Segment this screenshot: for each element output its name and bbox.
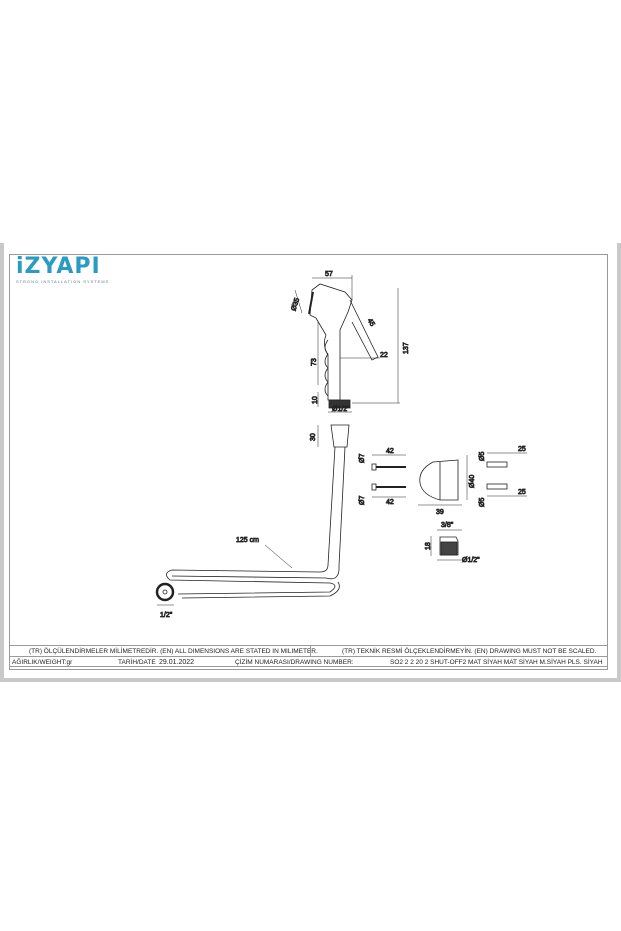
- date-value: 29.01.2022: [159, 659, 195, 666]
- dim-holder-length: 39: [436, 509, 444, 516]
- dim-head-diameter: Ø35: [290, 297, 301, 312]
- dim-screw-length-top: 42: [386, 448, 394, 455]
- drawing-frame: [9, 254, 608, 670]
- dim-adapter-bottom: Ø1/2": [462, 557, 480, 564]
- dowels: [486, 452, 527, 497]
- date-label: TARİH/DATE: [118, 659, 156, 666]
- notes-row: (TR) ÖLÇÜLENDİRMELER MİLİMETREDİR. (EN) …: [9, 645, 608, 656]
- dim-trigger-offset: 22: [380, 352, 388, 359]
- dim-thread-diameter: Ø1/2": [332, 406, 350, 413]
- adapter: [430, 529, 462, 561]
- dim-head-width: 57: [325, 271, 333, 278]
- dim-dowel-length-bottom: 25: [518, 489, 526, 496]
- note-units: (TR) ÖLÇÜLENDİRMELER MİLİMETREDİR. (EN) …: [29, 648, 318, 655]
- hose: [155, 446, 346, 606]
- screws: [371, 454, 406, 498]
- drawing-number-label: ÇİZİM NUMARASI/DRAWING NUMBER:: [235, 659, 354, 666]
- dim-screw-length-bottom: 42: [386, 499, 394, 506]
- logo-wordmark: iZYAPI: [16, 254, 101, 279]
- dim-screw-diameter-top: Ø7: [359, 454, 366, 463]
- logo-tagline: STRONG INSTALLATION SYSTEMS: [16, 279, 110, 284]
- title-block-row: AĞIRLIK/WEIGHT:gr TARİH/DATE 29.01.2022 …: [9, 656, 608, 667]
- dimension-lines: [294, 275, 400, 447]
- weight-label: AĞIRLIK/WEIGHT:gr: [12, 659, 73, 666]
- dim-adapter-height: 18: [425, 542, 432, 550]
- dim-nut-height: 30: [310, 433, 317, 441]
- dim-dowel-diameter-top: Ø5: [479, 452, 486, 461]
- dim-screw-diameter-bottom: Ø7: [359, 496, 366, 505]
- drawing-number-value: SO2 2 2 20 2 SHUT-OFF2 MAT SİYAH MAT SİY…: [390, 659, 603, 666]
- company-logo: iZYAPI STRONG INSTALLATION SYSTEMS: [16, 254, 136, 285]
- thread: [328, 399, 351, 409]
- dim-thread-height: 10: [312, 396, 319, 404]
- wall-holder: [418, 455, 468, 506]
- dim-total-height: 137: [403, 342, 410, 354]
- dim-dowel-length-top: 25: [518, 446, 526, 453]
- dim-hose-length: 125 cm: [236, 537, 259, 544]
- dim-adapter-top: 3/8": [441, 522, 454, 529]
- dim-grip-height: 73: [311, 358, 318, 366]
- hand-shower: [308, 283, 379, 448]
- dim-hose-end: 1/2": [160, 612, 173, 619]
- nut: [330, 424, 350, 448]
- dim-trigger-length: 45: [366, 318, 376, 328]
- note-scale: (TR) TEKNİK RESMİ ÖLÇEKLENDİRMEYİN. (EN)…: [342, 648, 597, 655]
- dim-dowel-diameter-bottom: Ø5: [479, 498, 486, 507]
- dim-holder-diameter: Ø40: [469, 475, 476, 488]
